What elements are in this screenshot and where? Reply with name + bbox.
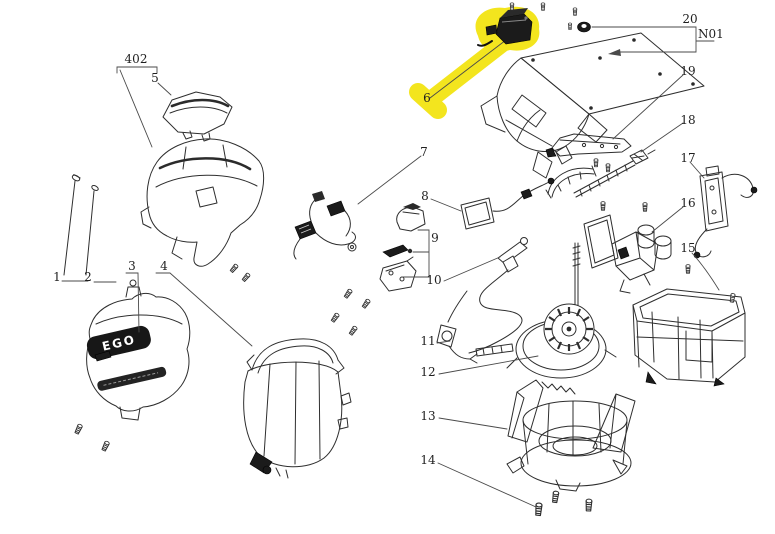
leader-line-11: [436, 340, 451, 344]
leader-line-18: [640, 122, 684, 153]
callout-4[interactable]: 4: [160, 259, 168, 273]
callout-14[interactable]: 14: [420, 453, 436, 467]
callout-7[interactable]: 7: [420, 145, 428, 159]
part-bracket-19[interactable]: [545, 133, 632, 173]
part-console-assembly-n01[interactable]: [480, 32, 705, 179]
leader-line-13: [438, 417, 508, 430]
leader-line-4: [155, 272, 253, 347]
part-harness-7[interactable]: [293, 191, 357, 260]
part-valve-assembly-16[interactable]: [583, 201, 672, 294]
callout-8[interactable]: 8: [421, 189, 429, 203]
callout-402[interactable]: 402: [125, 52, 148, 66]
leader-line-7: [357, 155, 422, 205]
callout-6[interactable]: 6: [423, 91, 431, 105]
leader-line-10: [443, 256, 501, 282]
leader-line-19: [612, 74, 684, 140]
leader-line-15: [691, 252, 720, 291]
part-rear-housing-4[interactable]: [243, 338, 352, 479]
callout-3[interactable]: 3: [128, 259, 136, 273]
part-front-housing-3[interactable]: EGO: [85, 279, 191, 421]
leader-line-3: [125, 272, 140, 333]
leader-line-16: [651, 206, 684, 233]
callout-n01[interactable]: N01: [698, 27, 724, 41]
part-bracket-wire-17[interactable]: [693, 165, 758, 259]
callout-11[interactable]: 11: [420, 334, 435, 348]
callout-10[interactable]: 10: [426, 273, 441, 287]
leader-line-14: [437, 462, 537, 508]
part-rod-2[interactable]: [85, 185, 99, 276]
callout-1[interactable]: 1: [53, 270, 61, 284]
leader-line-9: [401, 229, 430, 278]
part-upper-cover-402[interactable]: [140, 138, 265, 267]
part-cable-10[interactable]: [468, 237, 528, 357]
leader-line-12: [438, 355, 539, 375]
part-switch-6[interactable]: [429, 8, 533, 99]
ego-logo-badge: EGO: [86, 325, 151, 360]
leader-line-17: [689, 161, 705, 179]
part-motor-12[interactable]: [506, 242, 617, 379]
callout-13[interactable]: 13: [420, 409, 435, 423]
part-group-9[interactable]: [379, 203, 426, 292]
part-blower-housing-13[interactable]: [506, 379, 636, 492]
part-top-cover-5[interactable]: [162, 91, 233, 142]
callout-16[interactable]: 16: [680, 196, 695, 210]
callout-15[interactable]: 15: [680, 241, 695, 255]
part-cable-rod-18[interactable]: [545, 149, 656, 199]
callout-19[interactable]: 19: [680, 64, 695, 78]
part-cable-clamp-11[interactable]: [436, 290, 478, 364]
callout-17[interactable]: 17: [680, 151, 695, 165]
leader-line-8: [430, 198, 462, 212]
callout-20[interactable]: 20: [682, 12, 697, 26]
part-tray-housing-15[interactable]: [632, 264, 746, 387]
callout-5[interactable]: 5: [151, 71, 159, 85]
leader-arrow-n01: [608, 49, 621, 56]
leader-line-20-n01: [591, 26, 715, 53]
leader-line-6: [429, 39, 507, 99]
part-rod-1[interactable]: [63, 174, 81, 276]
callout-2[interactable]: 2: [84, 270, 92, 284]
leader-line-5: [157, 82, 172, 96]
callout-18[interactable]: 18: [680, 113, 695, 127]
part-sensor-plate-8[interactable]: [460, 177, 555, 230]
part-grommet-20[interactable]: [577, 21, 591, 33]
callout-12[interactable]: 12: [420, 365, 435, 379]
leader-line-402: [116, 66, 158, 148]
callout-9[interactable]: 9: [431, 231, 439, 245]
